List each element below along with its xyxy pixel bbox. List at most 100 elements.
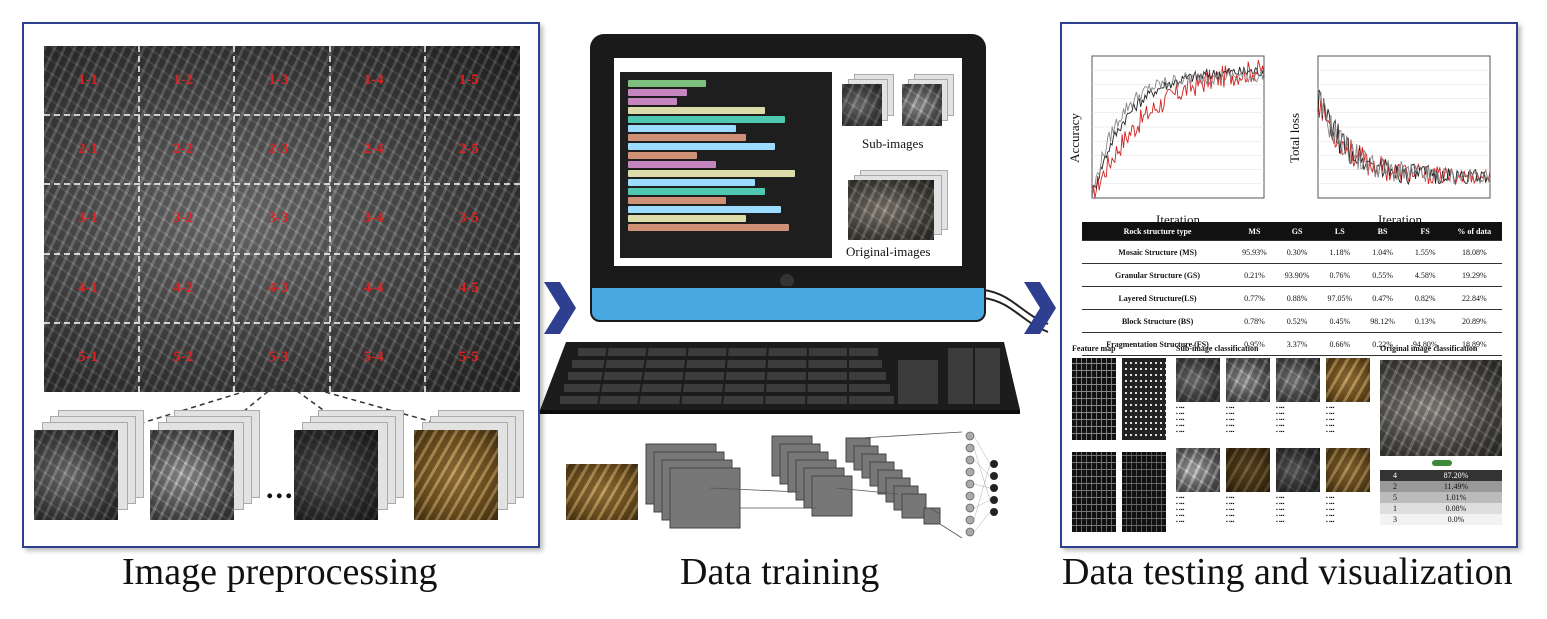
table-row: Mosaic Structure (MS)95.93%0.30%1.18%1.0… [1082,240,1502,264]
screen-original-image [848,170,948,242]
sub-image-stack-2 [150,410,260,522]
screen-sub-image-2 [902,74,954,128]
grid-cell-label: 3-5 [458,210,479,227]
table-cell: 22.84% [1446,286,1502,310]
table-row: Fragmentation Structure (FS)0.95%3.37%0.… [1082,332,1502,356]
loss-plot [1317,55,1491,199]
table-header-cell: BS [1361,222,1404,241]
table-cell: 0.76% [1318,263,1362,287]
table-cell: Layered Structure(LS) [1082,286,1234,310]
loss-ylabel: Total loss [1287,112,1303,164]
original-classified-image [1380,360,1502,456]
grid-cell-label: 1-4 [363,72,384,88]
feature-map-2 [1122,358,1166,440]
feature-map-title: Feature map [1072,344,1116,353]
table-cell: Block Structure (BS) [1082,309,1234,333]
original-image-classification-title: Original image classification [1380,344,1478,353]
grid-cell-label: 1-5 [458,72,479,88]
classification-percent: 0.0% [1447,515,1465,524]
grid-cell-label: 1-1 [78,72,98,88]
grid-cell-label: 4-3 [268,279,289,296]
sub-probs-6: ▪ ▪▪▪▪ ▪▪▪▪ ▪▪▪▪ ▪▪▪▪ ▪▪▪ [1226,496,1235,525]
cnn-architecture [645,431,998,539]
loss-chart: Total loss Iteration [1287,50,1502,232]
accuracy-series-line [1091,68,1265,199]
sub-image-classification-grid: ▪ ▪▪▪▪ ▪▪▪▪ ▪▪▪▪ ▪▪▪▪ ▪▪▪ ▪ ▪▪▪▪ ▪▪▪▪ ▪▪… [1176,358,1372,534]
table-cell: 0.52% [1275,309,1319,333]
computer-monitor: Sub-images Original-images [590,34,986,326]
grid-cell-label: 5-2 [173,348,194,365]
feature-map-grid [1072,358,1166,534]
table-body: Mosaic Structure (MS)95.93%0.30%1.18%1.0… [1082,240,1502,356]
accuracy-plot [1091,55,1265,199]
table-cell: 0.88% [1275,286,1319,310]
keyboard [540,342,1020,414]
table-header-cell: LS [1318,222,1362,241]
table-row: Block Structure (BS)0.78%0.52%0.45%98.12… [1082,309,1502,333]
cnn-input-image [566,464,638,520]
caption-image-preprocessing: Image preprocessing [122,551,438,593]
accuracy-chart: Accuracy Iteration [1067,50,1270,232]
sub-image-classification-title: Sub-image classification [1176,344,1259,353]
table-cell: 18.89% [1446,332,1502,356]
loss-series-line [1317,89,1491,186]
grid-cell-label: 4-4 [363,279,384,296]
sub-probs-8: ▪ ▪▪▪▪ ▪▪▪▪ ▪▪▪▪ ▪▪▪▪ ▪▪▪ [1326,496,1335,525]
sub-thumb-2 [1226,358,1270,402]
table-cell: Mosaic Structure (MS) [1082,240,1234,264]
monitor-screen: Sub-images Original-images [614,58,962,266]
classification-row: 3 0.0% [1380,514,1502,525]
grid-cell-label: 5-4 [363,348,384,365]
table-header-cell: % of data [1446,222,1502,241]
table-cell: 1.55% [1403,240,1447,264]
sub-image-stack-3 [294,410,404,522]
classification-class: 1 [1393,504,1397,513]
feature-map-1 [1072,358,1116,440]
table-cell: 0.22% [1361,332,1404,356]
sub-probs-4: ▪ ▪▪▪▪ ▪▪▪▪ ▪▪▪▪ ▪▪▪▪ ▪▪▪ [1326,406,1335,435]
table-row: Layered Structure(LS)0.77%0.88%97.05%0.4… [1082,286,1502,310]
classification-percent: 87.20% [1443,471,1469,480]
classification-class: 5 [1393,493,1397,502]
sub-images-label: Sub-images [862,136,924,151]
sub-probs-2: ▪ ▪▪▪▪ ▪▪▪▪ ▪▪▪▪ ▪▪▪▪ ▪▪▪ [1226,406,1235,435]
table-cell: 95.93% [1233,240,1276,264]
grid-cell-label: 3-4 [363,210,384,227]
sub-probs-5: ▪ ▪▪▪▪ ▪▪▪▪ ▪▪▪▪ ▪▪▪▪ ▪▪▪ [1176,496,1185,525]
sub-probs-3: ▪ ▪▪▪▪ ▪▪▪▪ ▪▪▪▪ ▪▪▪▪ ▪▪▪ [1276,406,1285,435]
grid-cell-label: 2-5 [458,141,479,158]
table-cell: 0.95% [1233,332,1276,356]
table-cell: 20.89% [1446,309,1502,333]
table-cell: 93.90% [1275,263,1319,287]
accuracy-series-line [1091,59,1265,199]
camera-dot [780,274,794,288]
table-cell: 0.55% [1361,263,1404,287]
classification-row: 4 87.20% [1380,470,1502,481]
right-arrow-icon [1024,282,1056,334]
caption-data-testing: Data testing and visualization [1062,551,1513,593]
grid-cell-label: 5-5 [458,348,479,365]
classification-class: 3 [1393,515,1397,524]
sub-thumb-4 [1326,358,1370,402]
feature-map-4 [1122,452,1166,532]
sub-thumb-8 [1326,448,1370,492]
grid-cell-label: 2-3 [268,141,289,158]
table-cell: Granular Structure (GS) [1082,263,1234,287]
classification-arrow-icon [1432,460,1452,466]
table-cell: 94.80% [1403,332,1447,356]
classification-class: 4 [1393,471,1397,480]
sub-thumb-5 [1176,448,1220,492]
table-cell: 19.29% [1446,263,1502,287]
grid-cell-label: 5-3 [268,348,289,365]
screen-sub-image-1 [842,74,894,128]
original-images-label: Original-images [846,244,931,259]
table-cell: 0.77% [1233,286,1276,310]
table-header-cell: Rock structure type [1082,222,1234,241]
grid-cell-label: 4-5 [458,279,479,296]
sub-probs-7: ▪ ▪▪▪▪ ▪▪▪▪ ▪▪▪▪ ▪▪▪▪ ▪▪▪ [1276,496,1285,525]
